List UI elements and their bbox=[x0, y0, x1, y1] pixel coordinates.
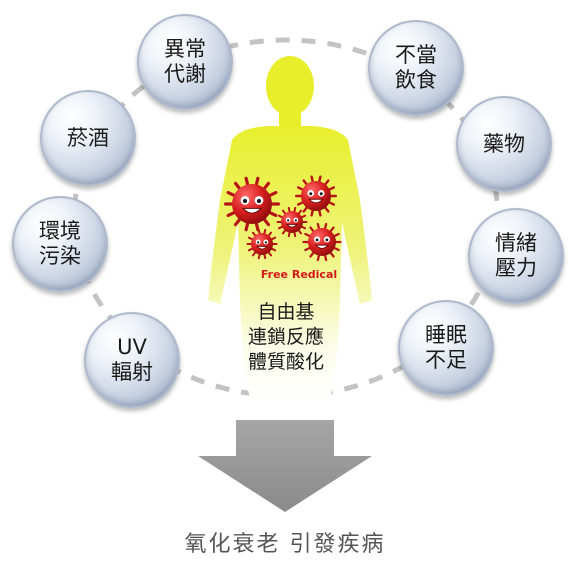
center-text: 自由基 連鎖反應 體質酸化 bbox=[247, 301, 324, 374]
virus-icon bbox=[224, 176, 280, 232]
factor-sleep-deprivation: 睡眠 不足 bbox=[398, 300, 494, 396]
factor-tobacco-alcohol: 菸酒 bbox=[40, 90, 136, 186]
factor-abnormal-metabolism: 異常 代謝 bbox=[137, 14, 233, 110]
virus-icon bbox=[295, 175, 337, 217]
virus-icon bbox=[246, 228, 278, 260]
free-radical-label: Free Redical bbox=[260, 268, 338, 281]
virus-icon bbox=[276, 206, 308, 238]
down-arrow bbox=[198, 420, 372, 512]
factor-environmental-pollution: 環境 污染 bbox=[12, 196, 108, 292]
factor-improper-diet: 不當 飲食 bbox=[368, 20, 464, 116]
factor-uv-radiation: UV 輻射 bbox=[84, 312, 180, 408]
virus-icon bbox=[302, 222, 342, 262]
factor-medication: 藥物 bbox=[456, 96, 552, 192]
factor-emotional-stress: 情緒 壓力 bbox=[468, 208, 564, 304]
free-radical-viruses bbox=[224, 175, 342, 262]
conclusion-text: 氧化衰老 引發疾病 bbox=[184, 532, 386, 557]
